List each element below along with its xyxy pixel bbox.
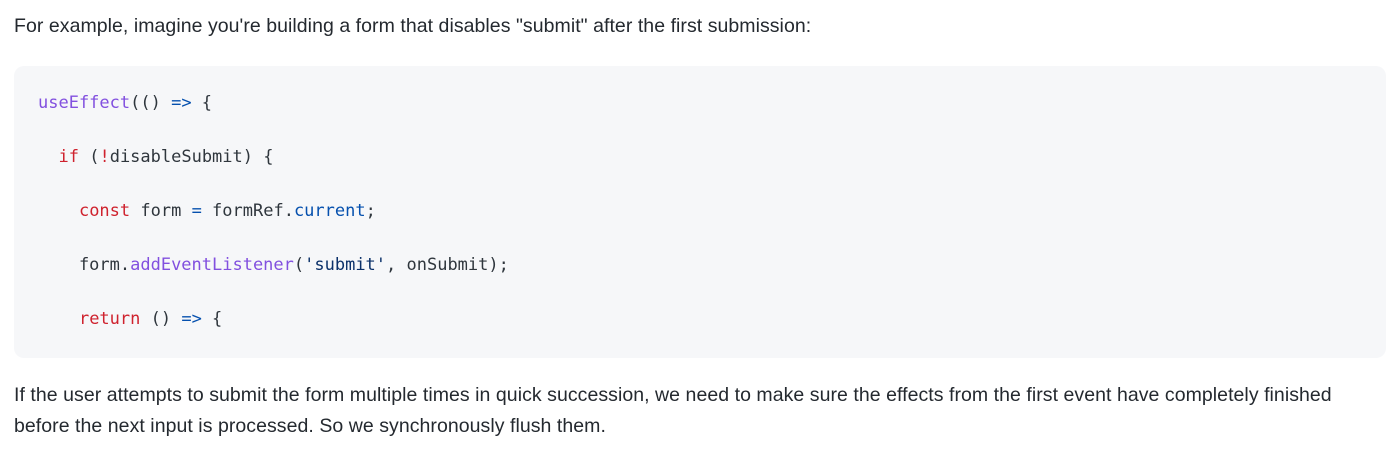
code-token-plain: formRef. [201,201,294,221]
code-token-punct: ( [293,255,305,275]
code-token-plain [38,309,79,329]
intro-paragraph: For example, imagine you're building a f… [14,15,812,37]
code-token-plain: disableSubmit) { [109,147,274,167]
code-block[interactable]: useEffect(() => { if (!disableSubmit) { … [14,66,1386,358]
code-token-punct: () [140,309,182,329]
code-token-plain [38,147,58,167]
code-token-plain: , onSubmit); [386,255,509,275]
code-token-keyword: if [58,147,79,167]
code-token-keyword: ! [99,147,110,167]
code-token-operator: = [191,201,202,221]
code-token-string: 'submit' [304,255,387,275]
code-token-keyword: return [78,309,141,329]
code-token-method: addEventListener [130,255,294,275]
code-line: form.addEventListener('submit', onSubmit… [38,252,1362,279]
code-token-plain: form. [38,255,131,275]
code-line: return () => { [38,306,1362,333]
code-token-punct: ; [365,201,376,221]
code-token-property: current [293,201,366,221]
code-token-keyword: const [78,201,131,221]
code-line: const form = formRef.current; [38,198,1362,225]
code-token-operator: => [181,309,202,329]
closing-paragraph: If the user attempts to submit the form … [14,384,1332,437]
code-token-operator: => [171,93,192,113]
code-token-punct: { [201,309,223,329]
code-line: if (!disableSubmit) { [38,144,1362,171]
code-line: useEffect(() => { [38,90,1362,117]
code-token-function: useEffect [38,93,131,113]
code-lines-container: useEffect(() => { if (!disableSubmit) { … [38,90,1362,358]
code-token-plain: form [130,201,192,221]
code-block-content[interactable]: useEffect(() => { if (!disableSubmit) { … [14,90,1386,358]
code-token-plain [38,201,79,221]
code-token-punct: ( [78,147,100,167]
code-token-punct: { [191,93,213,113]
code-token-punct: (() [130,93,172,113]
